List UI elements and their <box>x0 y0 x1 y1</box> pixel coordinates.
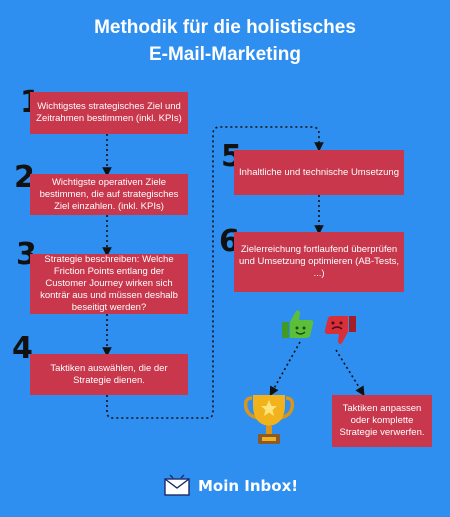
step-text-2: Wichtigste operativen Ziele bestimmen, d… <box>39 176 179 212</box>
step-text-4: Taktiken auswählen, die der Strategie di… <box>50 362 168 386</box>
step-box-6: Zielerreichung fortlaufend überprüfen un… <box>234 232 404 292</box>
step-box-1: Wichtigstes strategisches Ziel und Zeitr… <box>30 92 188 134</box>
step-text-3: Strategie beschreiben: Welche Friction P… <box>40 254 178 313</box>
title-line-1: Methodik für die holistisches <box>94 17 356 38</box>
envelope-logo-icon <box>164 474 190 496</box>
outcome-negative-text: Taktiken anpassen oder komplette Strateg… <box>339 403 425 438</box>
trophy-icon <box>244 395 294 444</box>
thumbs-down-icon <box>324 316 356 345</box>
connector-thumbsup-trophy <box>269 341 301 397</box>
thumbs-up-icon <box>282 310 314 338</box>
outcome-negative-box: Taktiken anpassen oder komplette Strateg… <box>332 395 432 447</box>
connector-thumbsdown-negative <box>335 349 365 397</box>
step-box-5: Inhaltliche und technische Umsetzung <box>234 150 404 195</box>
step-box-3: Strategie beschreiben: Welche Friction P… <box>30 254 188 314</box>
page-title: Methodik für die holistisches E-Mail-Mar… <box>0 14 450 68</box>
brand-logo: Moin Inbox! <box>162 472 298 500</box>
title-line-2: E-Mail-Marketing <box>148 44 302 65</box>
step-text-1: Wichtigstes strategisches Ziel und Zeitr… <box>36 101 182 124</box>
step-box-2: Wichtigste operativen Ziele bestimmen, d… <box>30 174 188 215</box>
step-text-6: Zielerreichung fortlaufend überprüfen un… <box>239 244 399 279</box>
brand-name: Moin Inbox! <box>198 477 299 495</box>
step-number-2: 2 <box>14 160 35 195</box>
step-text-5: Inhaltliche und technische Umsetzung <box>238 166 399 178</box>
step-number-4: 4 <box>12 331 33 366</box>
step-box-4: Taktiken auswählen, die der Strategie di… <box>30 354 188 395</box>
